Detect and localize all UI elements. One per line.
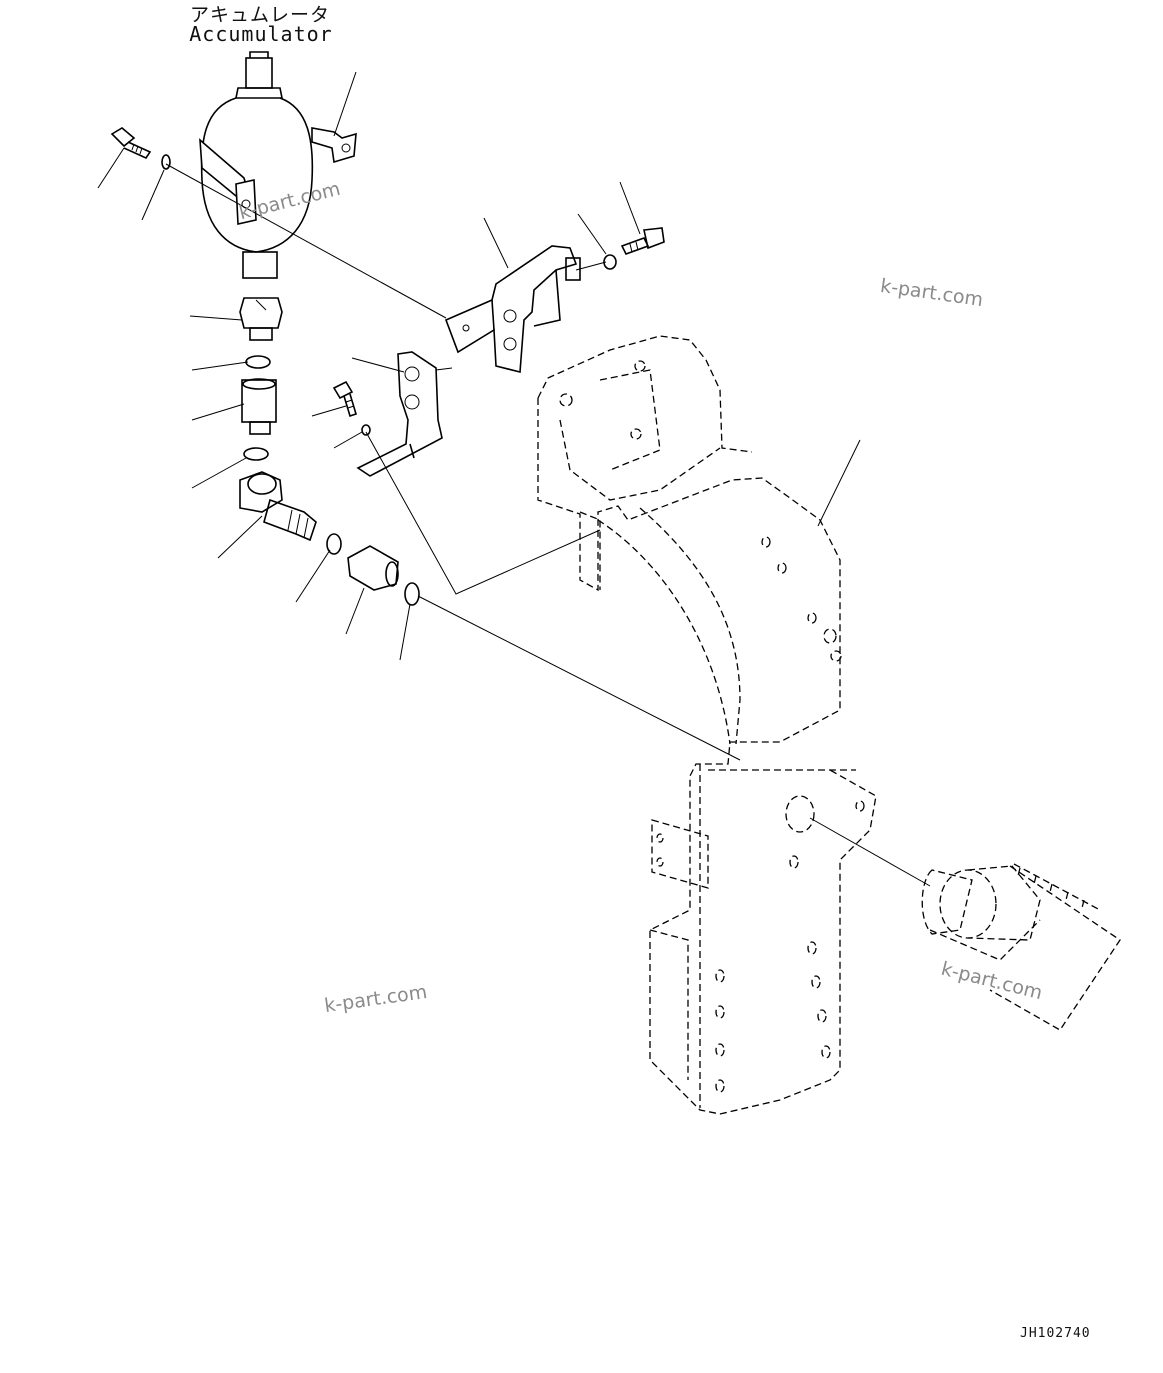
adapter-fitting [239, 297, 283, 341]
o-ring-3 [326, 533, 342, 555]
o-ring-2 [243, 447, 269, 461]
cylinder-component [921, 863, 1121, 1031]
o-ring-1 [245, 355, 271, 369]
straight-adapter [347, 545, 399, 591]
mounting-bracket-upper [444, 245, 581, 374]
elbow-fitting [239, 471, 317, 542]
o-ring-4 [404, 582, 420, 606]
l-bracket [356, 351, 443, 477]
accumulator [199, 51, 314, 279]
accumulator-strap-bracket [311, 127, 357, 164]
bolt-top-left [110, 127, 171, 170]
accumulator-title-english: Accumulator [189, 22, 333, 46]
bolt-right [603, 227, 665, 270]
connector-fitting [241, 378, 277, 435]
bolt-small [332, 380, 371, 436]
callout-leaders [97, 71, 861, 661]
assembly-lines [165, 163, 931, 887]
accumulator-title-japanese: アキュムレータ [190, 4, 331, 26]
drawing-number: JH102740 [1020, 1326, 1091, 1341]
frame-outline [537, 335, 877, 1115]
